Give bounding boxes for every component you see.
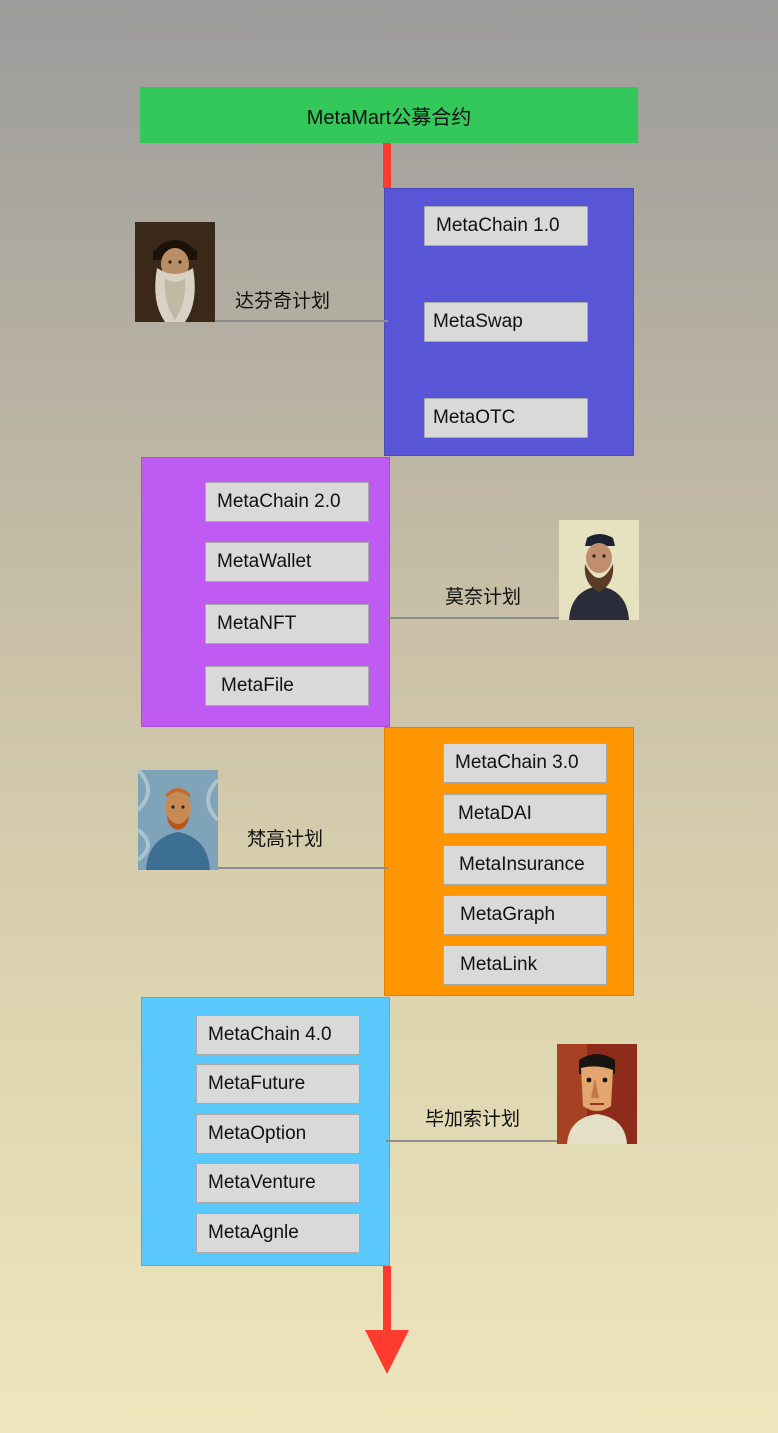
module-box: MetaAgnle bbox=[196, 1213, 360, 1253]
leonardo-da-vinci-portrait-icon bbox=[135, 222, 215, 322]
roadmap-title: MetaMart公募合约 bbox=[140, 87, 638, 143]
module-box: MetaVenture bbox=[196, 1163, 360, 1203]
module-box: MetaOTC bbox=[424, 398, 588, 438]
module-box: MetaLink bbox=[443, 945, 607, 985]
module-box: MetaDAI bbox=[443, 794, 607, 834]
plan-connector-line bbox=[386, 1140, 560, 1142]
plan-connector-line bbox=[214, 320, 388, 322]
module-box: MetaGraph bbox=[443, 895, 607, 935]
module-box: MetaInsurance bbox=[443, 845, 607, 885]
picasso-portrait-icon bbox=[557, 1044, 637, 1144]
timeline-arrow-shaft bbox=[383, 143, 391, 188]
module-box: MetaSwap bbox=[424, 302, 588, 342]
timeline-arrow-shaft bbox=[383, 1266, 391, 1332]
module-box: MetaNFT bbox=[205, 604, 369, 644]
plan-label: 达芬奇计划 bbox=[235, 291, 331, 312]
module-box: MetaOption bbox=[196, 1114, 360, 1154]
van-gogh-portrait-icon bbox=[138, 770, 218, 870]
module-box: MetaFuture bbox=[196, 1064, 360, 1104]
module-box: MetaChain 2.0 bbox=[205, 482, 369, 522]
module-box: MetaChain 1.0 bbox=[424, 206, 588, 246]
module-box: MetaChain 4.0 bbox=[196, 1015, 360, 1055]
claude-monet-portrait-icon bbox=[559, 520, 639, 620]
plan-label: 毕加索计划 bbox=[425, 1109, 521, 1130]
plan-connector-line bbox=[386, 617, 560, 619]
plan-connector-line bbox=[214, 867, 388, 869]
module-box: MetaWallet bbox=[205, 542, 369, 582]
module-box: MetaFile bbox=[205, 666, 369, 706]
module-box: MetaChain 3.0 bbox=[443, 743, 607, 783]
plan-label: 梵高计划 bbox=[247, 829, 324, 850]
plan-label: 莫奈计划 bbox=[445, 587, 522, 608]
timeline-arrowhead-icon bbox=[365, 1330, 409, 1374]
